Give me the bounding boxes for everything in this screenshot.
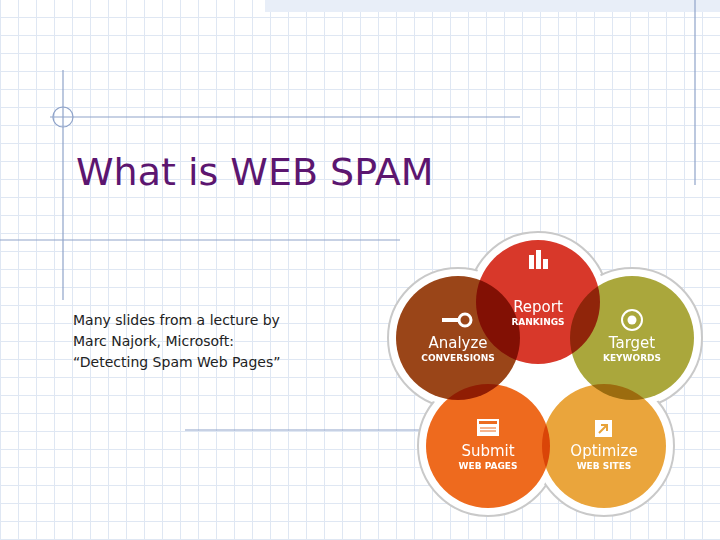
- circle-node: OptimizeWEB SITES: [542, 384, 666, 508]
- circle-node: TargetKEYWORDS: [570, 276, 694, 400]
- circle-subheading: KEYWORDS: [560, 353, 704, 363]
- rule-line: [50, 116, 520, 117]
- magnifier-icon: [442, 314, 471, 326]
- flower-backdrop-fill: [390, 234, 700, 514]
- credit-note: Many slides from a lecture by Marc Najor…: [73, 310, 309, 373]
- circle-heading: Optimize: [532, 442, 676, 460]
- bar-chart-icon: [529, 250, 548, 269]
- rule-line: [694, 0, 695, 185]
- circle-node: SubmitWEB PAGES: [426, 384, 550, 508]
- circle-node: AnalyzeCONVERSIONS: [396, 276, 520, 400]
- target-icon: [622, 310, 642, 330]
- flower-backdrop: [388, 232, 702, 516]
- circle-heading: Report: [466, 298, 610, 316]
- rule-circle: [53, 107, 73, 127]
- top-band: [265, 0, 720, 12]
- circle-heading: Analyze: [386, 334, 530, 352]
- circle-subheading: CONVERSIONS: [386, 353, 530, 363]
- circle-heading: Submit: [416, 442, 560, 460]
- rule-line: [62, 70, 63, 300]
- circle-subheading: WEB SITES: [532, 461, 676, 471]
- circle-heading: Target: [560, 334, 704, 352]
- rule-line: [185, 429, 420, 430]
- circle-subheading: RANKINGS: [466, 317, 610, 327]
- rule-line: [0, 239, 400, 240]
- slide-title: What is WEB SPAM: [76, 150, 596, 194]
- circle-subheading: WEB PAGES: [416, 461, 560, 471]
- document-icon: [477, 419, 499, 436]
- optimize-icon: [595, 420, 612, 437]
